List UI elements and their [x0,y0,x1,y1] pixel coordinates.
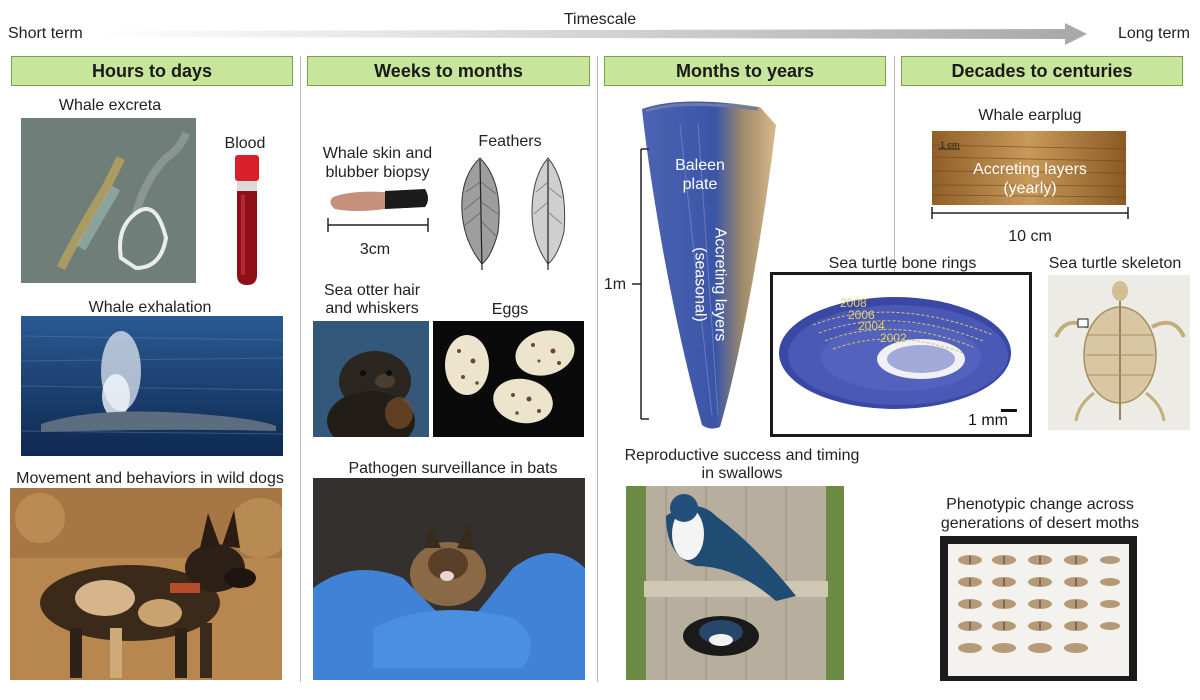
blood-tube-icon [235,155,259,285]
bone-rings-label: Sea turtle bone rings [828,255,977,272]
sea-otter-photo [313,321,429,437]
otter-label-line1: Sea otter hair [323,282,421,299]
blood-label: Blood [224,135,266,152]
bat-photo [313,478,585,680]
feathers-drawing [461,157,566,271]
header-months-to-years: Months to years [604,56,886,86]
wild-dog-photo [10,488,282,680]
baleen-label-line2: plate [682,176,718,193]
header-hours-to-days: Hours to days [11,56,293,86]
long-term-label: Long term [1117,25,1190,42]
header-decades-to-centuries: Decades to centuries [901,56,1183,86]
whale-excreta-photo [21,118,196,283]
eggs-label: Eggs [491,301,529,318]
skin-biopsy-label-line2: blubber biopsy [325,164,430,181]
bats-label: Pathogen surveillance in bats [348,460,558,477]
column-divider [300,56,301,682]
whale-earplug-image [932,131,1126,205]
feathers-label: Feathers [478,133,542,150]
earplug-label: Whale earplug [978,107,1082,124]
swallows-label-line1: Reproductive success and timing [624,447,860,464]
bone-rings-panel [770,272,1032,437]
bone-year-2006: 2006 [848,308,875,322]
earplug-layers-label: Accreting layers [973,161,1087,178]
whale-exhalation-photo [21,316,283,456]
otter-label-line2: and whiskers [325,300,419,317]
moth-collection-photo [940,536,1137,681]
whale-exhalation-label: Whale exhalation [88,299,212,316]
accreting-seasonal-line1: Accreting layers [711,227,729,342]
turtle-skeleton-image [1048,275,1190,430]
bone-scale-label: 1 mm [968,412,1008,429]
timescale-title: Timescale [563,11,637,28]
eggs-photo [433,321,584,437]
skin-biopsy-sample [327,189,429,232]
wild-dogs-label: Movement and behaviors in wild dogs [16,470,284,487]
baleen-scale-bar [632,148,649,420]
earplug-scale-bar [931,207,1129,219]
baleen-plate-image [640,95,780,435]
column-divider [597,56,598,682]
moths-label-line2: generations of desert moths [940,515,1140,532]
bone-year-2004: 2004 [858,319,885,333]
earplug-small-scale: 1 cm [940,140,960,150]
short-term-label: Short term [8,25,83,42]
swallows-photo [626,486,844,680]
bone-year-2008: 2008 [840,296,867,310]
baleen-scale-label: 1m [603,276,627,293]
skin-scale-label: 3cm [359,241,391,258]
skin-biopsy-label-line1: Whale skin and [322,145,433,162]
earplug-yearly-label: (yearly) [1003,180,1057,197]
column-divider [894,56,895,436]
whale-excreta-label: Whale excreta [58,97,162,114]
turtle-skeleton-label: Sea turtle skeleton [1048,255,1182,272]
earplug-scale-label: 10 cm [1008,228,1052,245]
accreting-seasonal-line2: (seasonal) [691,247,709,322]
baleen-label-line1: Baleen [675,157,725,174]
bone-year-2002: 2002 [880,331,907,345]
moths-label-line1: Phenotypic change across [946,496,1134,513]
header-weeks-to-months: Weeks to months [307,56,590,86]
swallows-label-line2: in swallows [701,465,783,482]
timescale-arrow [95,23,1087,45]
